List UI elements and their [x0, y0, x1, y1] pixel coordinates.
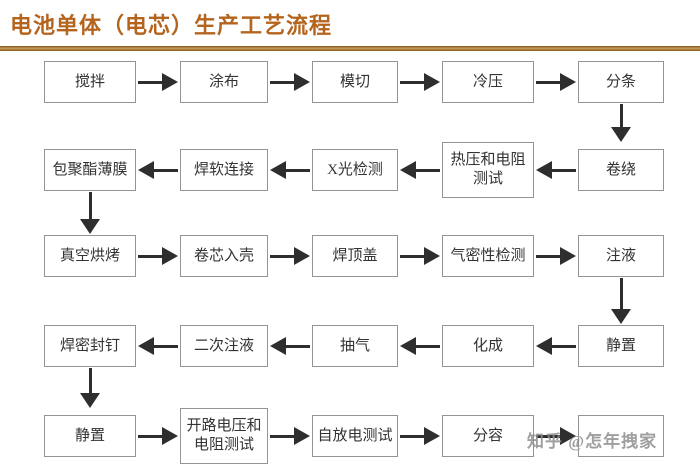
- flow-connector-row: [44, 368, 664, 408]
- process-box: 自放电测试: [312, 415, 398, 457]
- arrow-right-icon: [534, 73, 578, 91]
- flow-row-1: 搅拌 涂布 模切 冷压 分条: [44, 60, 664, 104]
- process-box: 真空烘烤: [44, 235, 136, 277]
- flow-row-3: 真空烘烤 卷芯入壳 焊顶盖 气密性检测 注液: [44, 234, 664, 278]
- arrow-right-icon: [136, 427, 180, 445]
- flow-connector-row: [44, 278, 664, 324]
- arrow-right-icon: [136, 73, 180, 91]
- arrow-left-icon: [136, 337, 180, 355]
- arrow-down-icon: [44, 368, 136, 408]
- watermark: 知乎 @怎年拽家: [527, 432, 658, 451]
- process-box: 抽气: [312, 325, 398, 367]
- process-box: 气密性检测: [442, 235, 534, 277]
- arrow-left-icon: [398, 161, 442, 179]
- arrow-right-icon: [136, 247, 180, 265]
- arrow-down-icon: [578, 278, 664, 324]
- process-box: 搅拌: [44, 61, 136, 103]
- process-box: [578, 415, 664, 457]
- flow-connector-row: [44, 192, 664, 234]
- process-box: 静置: [578, 325, 664, 367]
- process-box: 分容: [442, 415, 534, 457]
- process-box: 静置: [44, 415, 136, 457]
- arrow-left-icon: [268, 161, 312, 179]
- process-box: 焊顶盖: [312, 235, 398, 277]
- arrow-left-icon: [136, 161, 180, 179]
- title-divider: [0, 46, 700, 51]
- process-box: 涂布: [180, 61, 268, 103]
- arrow-right-icon: [534, 427, 578, 445]
- process-box: 卷芯入壳: [180, 235, 268, 277]
- page-title: 电池单体（电芯）生产工艺流程: [10, 13, 333, 38]
- arrow-right-icon: [268, 73, 312, 91]
- header: 电池单体（电芯）生产工艺流程: [0, 0, 700, 40]
- process-box: 分条: [578, 61, 664, 103]
- flow-row-4: 焊密封钉 二次注液 抽气 化成 静置: [44, 324, 664, 368]
- flow-row-2: 包聚酯薄膜 焊软连接 X光检测 热压和电阻 测试 卷绕: [44, 142, 664, 198]
- arrow-down-icon: [44, 192, 136, 234]
- arrow-left-icon: [268, 337, 312, 355]
- arrow-left-icon: [534, 337, 578, 355]
- process-box: 模切: [312, 61, 398, 103]
- process-box: 化成: [442, 325, 534, 367]
- process-box: 开路电压和 电阻测试: [180, 408, 268, 464]
- process-box: 注液: [578, 235, 664, 277]
- arrow-right-icon: [398, 73, 442, 91]
- process-box: 焊软连接: [180, 149, 268, 191]
- arrow-right-icon: [398, 427, 442, 445]
- flow-row-5: 静置 开路电压和 电阻测试 自放电测试 分容: [44, 408, 664, 464]
- arrow-right-icon: [268, 247, 312, 265]
- arrow-right-icon: [398, 247, 442, 265]
- process-box: 卷绕: [578, 149, 664, 191]
- process-box: 冷压: [442, 61, 534, 103]
- arrow-right-icon: [268, 427, 312, 445]
- flow-connector-row: [44, 104, 664, 142]
- process-box: X光检测: [312, 149, 398, 191]
- arrow-down-icon: [578, 104, 664, 142]
- arrow-right-icon: [534, 247, 578, 265]
- flow-chart: 搅拌 涂布 模切 冷压 分条 包聚酯薄膜 焊软连接 X光检测 热压和电阻 测试 …: [0, 51, 700, 464]
- process-box: 包聚酯薄膜: [44, 149, 136, 191]
- process-box: 热压和电阻 测试: [442, 142, 534, 198]
- arrow-left-icon: [398, 337, 442, 355]
- process-box: 二次注液: [180, 325, 268, 367]
- process-box: 焊密封钉: [44, 325, 136, 367]
- arrow-left-icon: [534, 161, 578, 179]
